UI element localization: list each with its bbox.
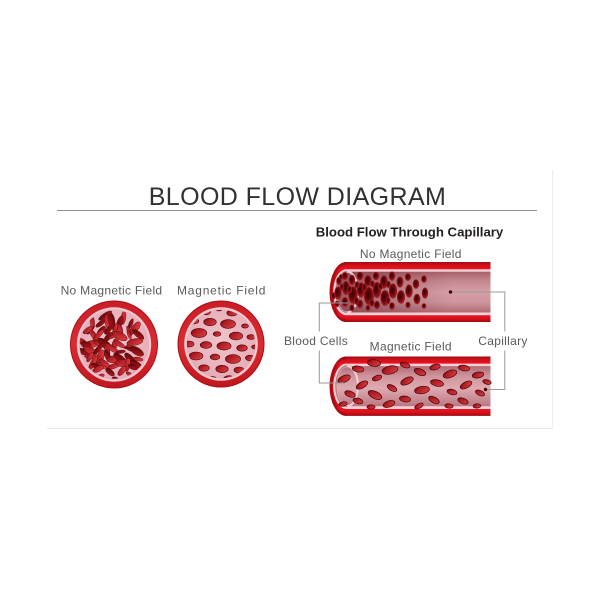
- svg-text:BLOOD FLOW DIAGRAM: BLOOD FLOW DIAGRAM: [149, 183, 447, 211]
- svg-text:Magnetic Field: Magnetic Field: [177, 284, 266, 298]
- svg-text:Blood Cells: Blood Cells: [284, 334, 348, 348]
- svg-text:No Magnetic Field: No Magnetic Field: [360, 247, 462, 261]
- svg-text:Capillary: Capillary: [478, 334, 527, 348]
- svg-text:Blood Flow Through Capillary: Blood Flow Through Capillary: [316, 225, 504, 240]
- svg-text:No Magnetic Field: No Magnetic Field: [61, 284, 163, 298]
- svg-text:Magnetic Field: Magnetic Field: [370, 340, 452, 354]
